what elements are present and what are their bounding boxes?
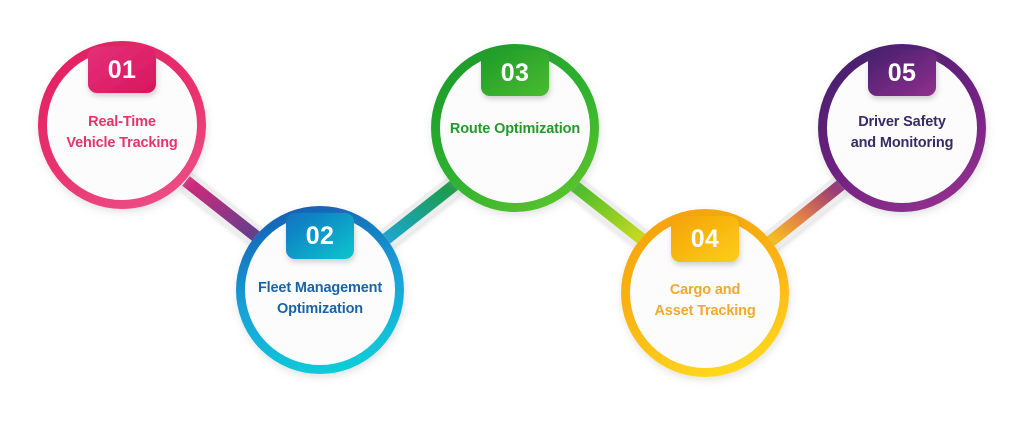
- node-03-badge: [481, 50, 549, 96]
- node-03-ring: [431, 44, 599, 212]
- node-04[interactable]: [621, 209, 789, 377]
- node-03[interactable]: [431, 44, 599, 212]
- node-01-ring: [38, 41, 206, 209]
- node-02-badge: [286, 213, 354, 259]
- connector-02-03: [374, 174, 464, 252]
- connector-01-02: [179, 172, 269, 250]
- connector-group: [179, 172, 849, 254]
- node-04-badge: [671, 216, 739, 262]
- node-02[interactable]: [236, 206, 404, 374]
- connector-04-05: [759, 175, 849, 254]
- node-01-badge: [88, 47, 156, 93]
- node-05[interactable]: [818, 44, 986, 212]
- connector-03-04: [565, 175, 655, 253]
- node-04-ring: [621, 209, 789, 377]
- node-05-ring: [818, 44, 986, 212]
- node-01[interactable]: [38, 41, 206, 209]
- node-05-badge: [868, 50, 936, 96]
- node-02-ring: [236, 206, 404, 374]
